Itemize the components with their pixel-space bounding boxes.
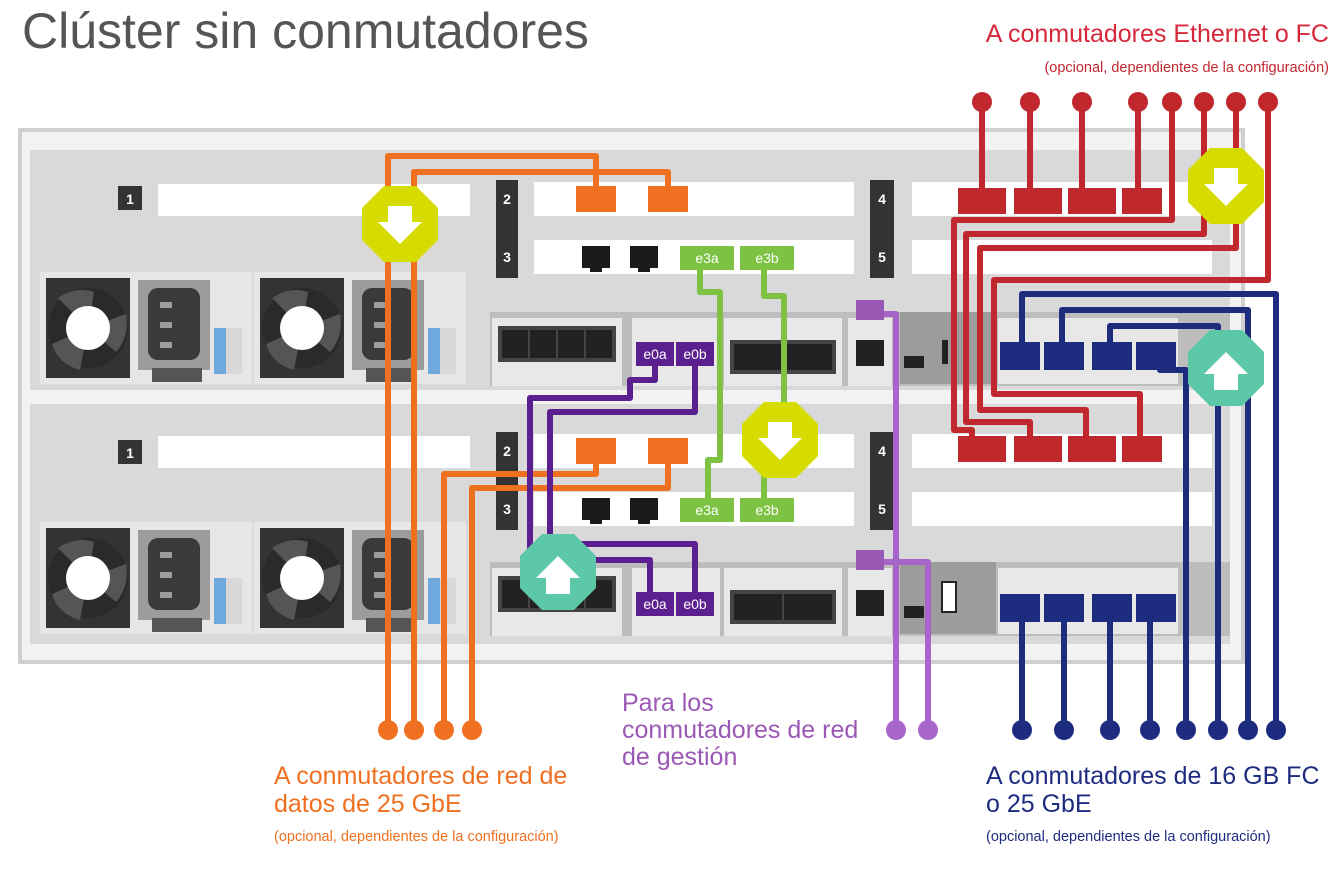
port-label: e3a — [695, 502, 719, 518]
data-network-note: (opcional, dependientes de la configurac… — [274, 829, 559, 845]
cable-ends — [378, 92, 1286, 740]
fc-network-label: A conmutadores de 16 GB FC o 25 GbE — [986, 762, 1320, 818]
arrow-up-icon — [1188, 330, 1264, 406]
port-label: e0a — [643, 346, 667, 362]
ethernet-fc-note: (opcional, dependientes de la configurac… — [1044, 60, 1329, 76]
slot-number: 3 — [503, 249, 511, 265]
port-label: e0a — [643, 596, 667, 612]
slot-number: 5 — [878, 501, 886, 517]
navy-ports — [1000, 342, 1176, 622]
slot-number: 2 — [503, 191, 511, 207]
port-label: e3b — [755, 502, 779, 518]
port-label: e3a — [695, 250, 719, 266]
fc-network-note: (opcional, dependientes de la configurac… — [986, 829, 1271, 845]
slot-number: 2 — [503, 443, 511, 459]
data-network-label: A conmutadores de red de datos de 25 GbE — [274, 762, 568, 818]
slot-number: 1 — [126, 191, 134, 207]
red-ports — [958, 188, 1162, 462]
slot-number: 4 — [878, 443, 886, 459]
slot-number: 3 — [503, 501, 511, 517]
cables — [385, 104, 1279, 726]
port-label: e0b — [683, 346, 707, 362]
arrow-down-icon — [1188, 148, 1264, 224]
arrow-down-icon — [362, 186, 438, 262]
port-label: e0b — [683, 596, 707, 612]
arrow-down-icon — [742, 402, 818, 478]
port-label: e3b — [755, 250, 779, 266]
ethernet-fc-label: A conmutadores Ethernet o FC — [985, 20, 1329, 48]
arrow-up-icon — [520, 534, 596, 610]
slot-number: 4 — [878, 191, 886, 207]
slot-number: 5 — [878, 249, 886, 265]
page-title: Clúster sin conmutadores — [22, 3, 589, 59]
slot-number: 1 — [126, 445, 134, 461]
management-network-label: Para los conmutadores de red de gestión — [622, 689, 859, 771]
